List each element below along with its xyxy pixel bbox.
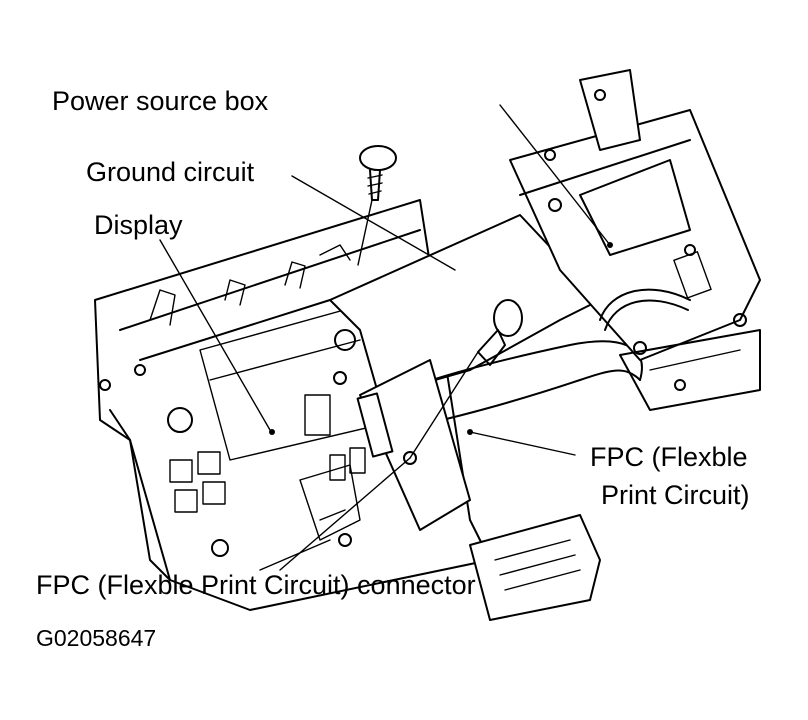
fpc-connector bbox=[299, 359, 471, 547]
leader-fpc-connector-1 bbox=[259, 539, 331, 571]
screw bbox=[359, 145, 397, 201]
leader-ground-circuit bbox=[291, 175, 456, 271]
leader-fpc bbox=[469, 431, 576, 456]
label-fpc-connector: FPC (Flexble Print Circuit) connector bbox=[36, 570, 476, 600]
leader-screw bbox=[357, 199, 373, 266]
figure-code: G02058647 bbox=[36, 625, 157, 651]
label-display: Display bbox=[94, 210, 183, 240]
leader-power-source-box bbox=[499, 104, 611, 246]
label-power-source-box: Power source box bbox=[52, 86, 269, 116]
leader-wing-nut bbox=[409, 351, 479, 459]
label-ground-circuit: Ground circuit bbox=[86, 157, 255, 187]
leader-display bbox=[159, 239, 271, 431]
wing-nut bbox=[477, 299, 523, 366]
lower-bracket bbox=[469, 514, 601, 621]
power-source-box bbox=[509, 69, 761, 411]
leader-lines bbox=[159, 104, 611, 571]
label-fpc-line1: FPC (Flexble bbox=[590, 442, 748, 472]
label-fpc-line2: Print Circuit) bbox=[601, 480, 750, 510]
leader-fpc-connector-2 bbox=[279, 457, 411, 571]
